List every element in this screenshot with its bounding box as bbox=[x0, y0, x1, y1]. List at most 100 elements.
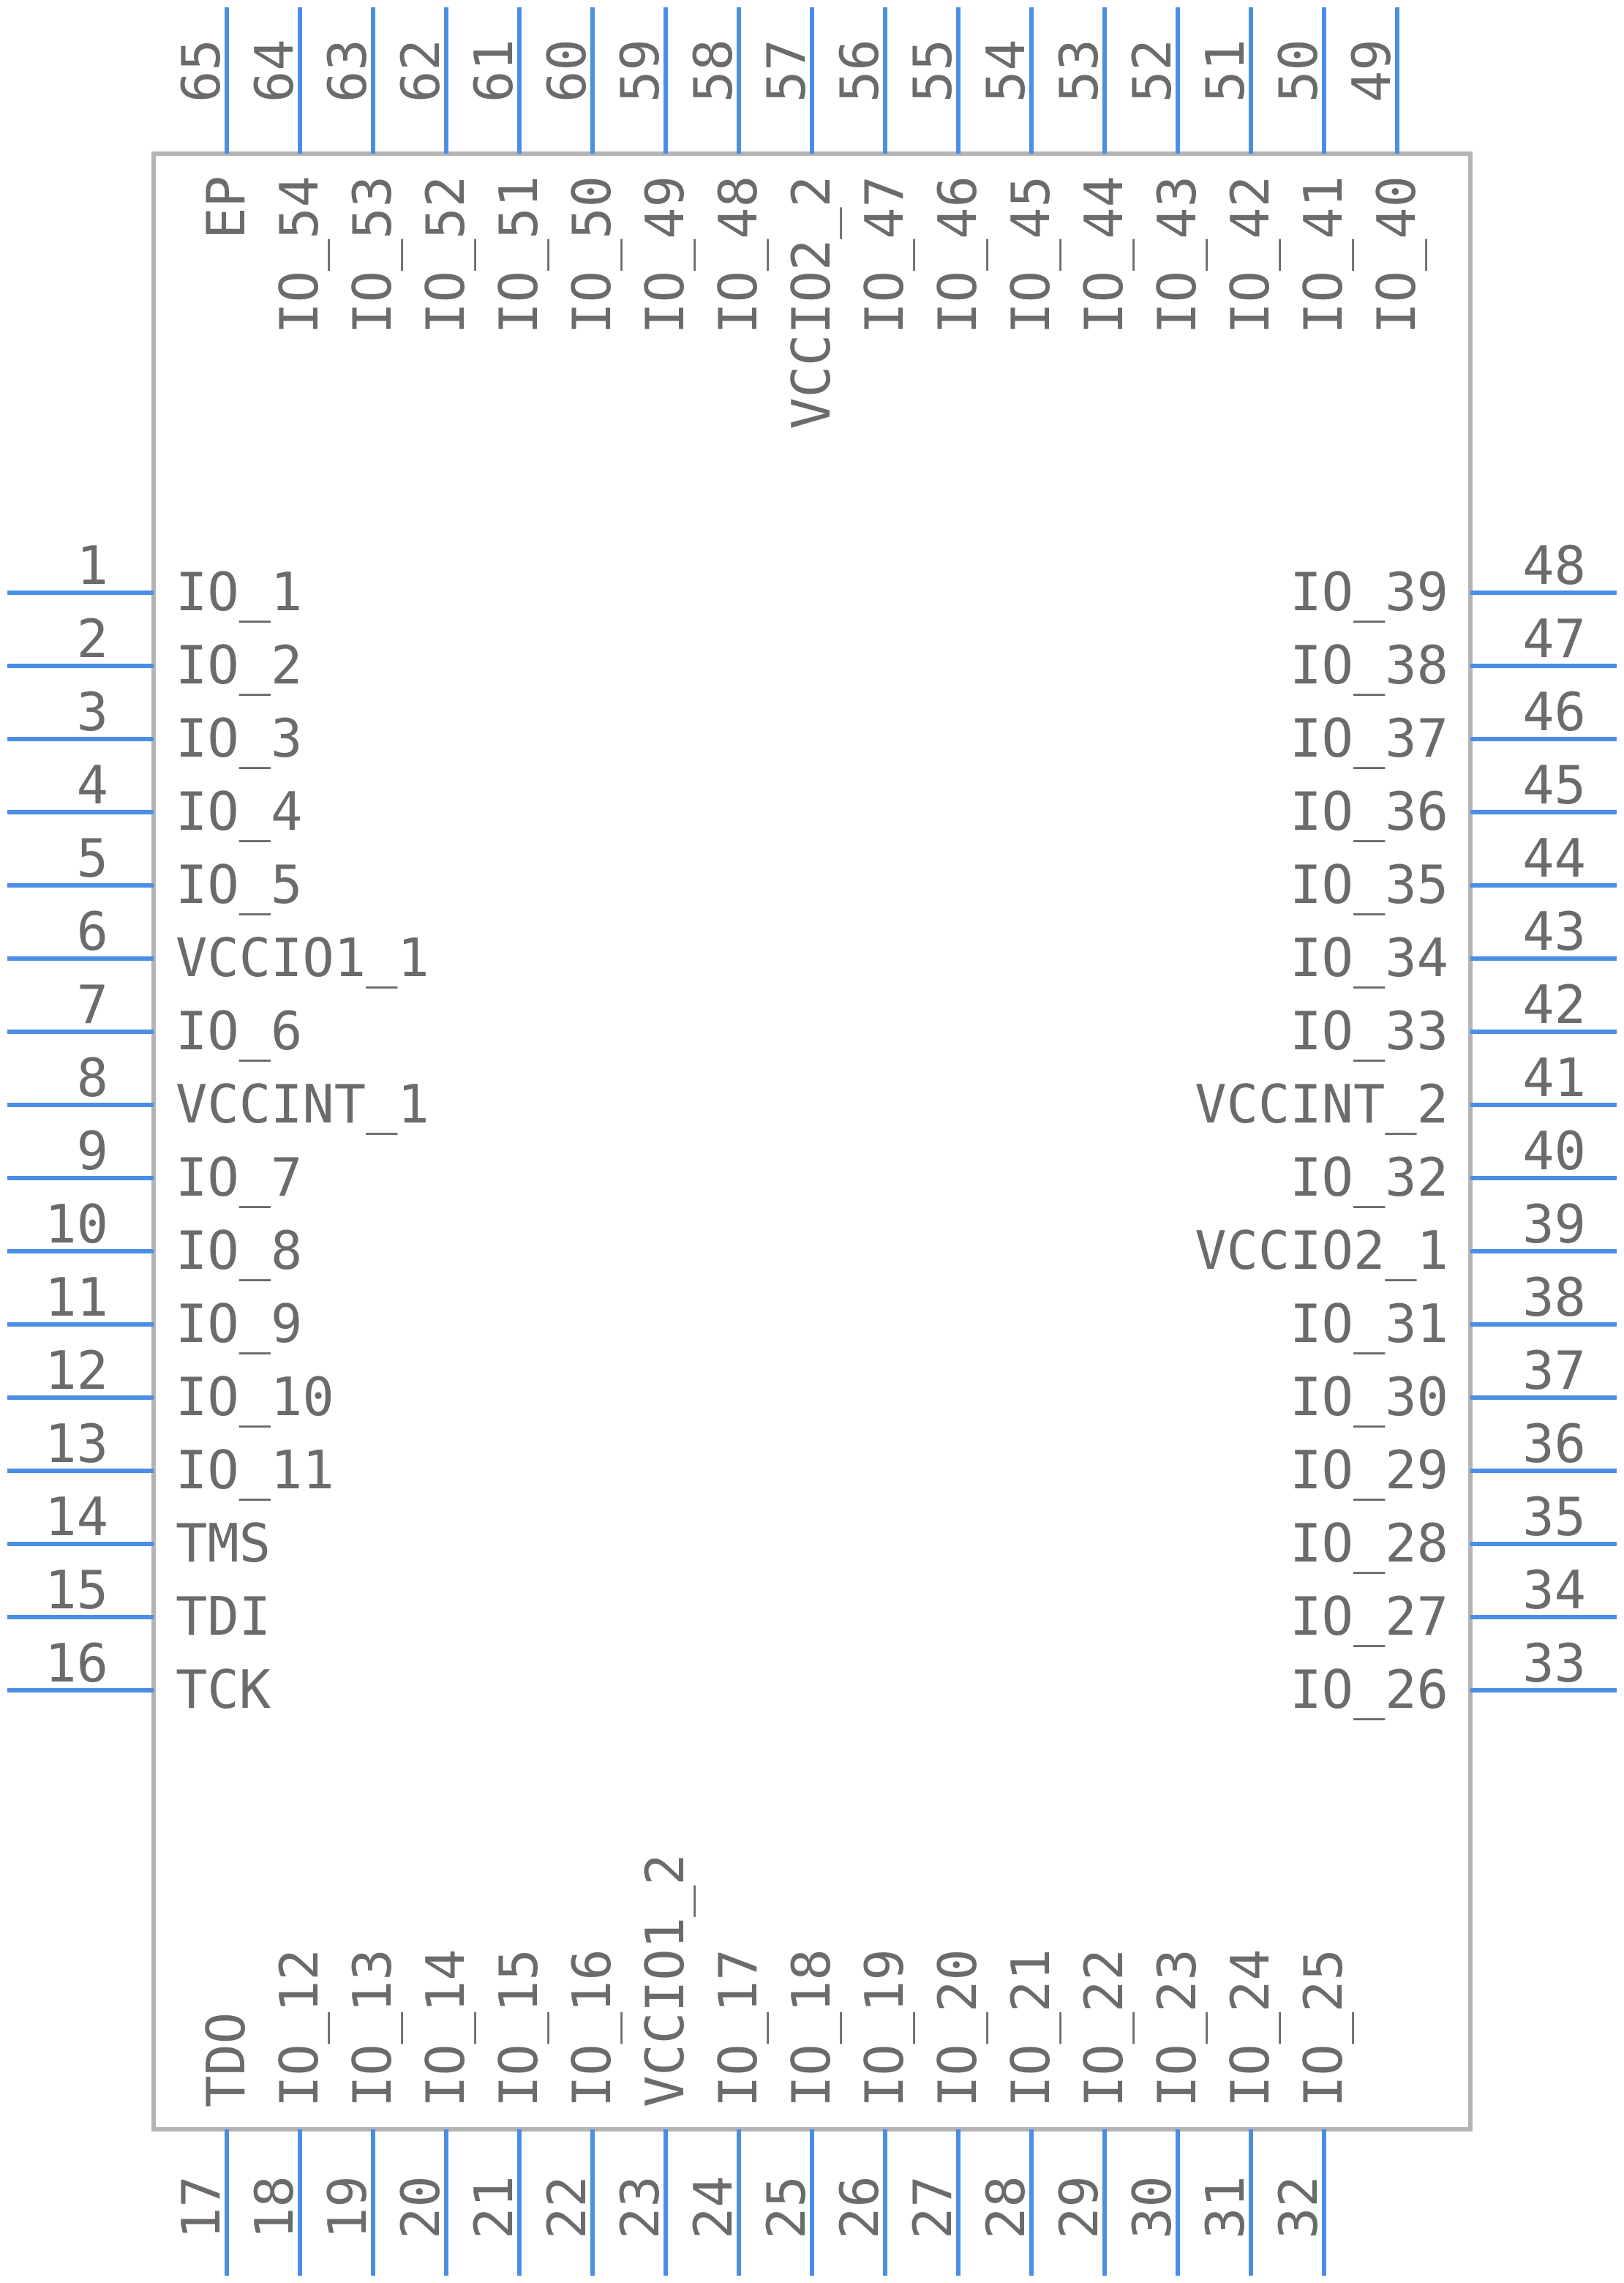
pin-name: IO_51 bbox=[488, 176, 549, 334]
pin-name: IO_54 bbox=[268, 176, 330, 334]
pin-number: 18 bbox=[244, 2175, 305, 2239]
pin-name: IO_5 bbox=[176, 854, 302, 915]
pin-name: IO_53 bbox=[342, 176, 403, 334]
pin-number: 50 bbox=[1268, 39, 1329, 102]
pin-number: 45 bbox=[1522, 754, 1586, 816]
pin-number: 6 bbox=[77, 901, 108, 962]
pin-number: 16 bbox=[45, 1632, 108, 1694]
pin-number: 17 bbox=[170, 2175, 232, 2239]
pin-name: IO_2 bbox=[176, 634, 302, 696]
pin-number: 33 bbox=[1522, 1632, 1586, 1694]
pin-name: IO_22 bbox=[1073, 1949, 1135, 2107]
pin-name: IO_17 bbox=[707, 1949, 769, 2107]
pin-name: IO_1 bbox=[176, 561, 302, 623]
bottom-pin-group: 17TDO18IO_1219IO_1320IO_1421IO_1522IO_16… bbox=[170, 1853, 1354, 2276]
pin-number: 64 bbox=[244, 39, 305, 102]
pin-number: 22 bbox=[536, 2175, 598, 2239]
pin-number: 29 bbox=[1048, 2175, 1110, 2239]
pin-number: 20 bbox=[390, 2175, 451, 2239]
pin-number: 30 bbox=[1121, 2175, 1183, 2239]
pin-name: IO_19 bbox=[854, 1949, 915, 2107]
pin-name: IO_21 bbox=[1000, 1949, 1061, 2107]
pin-number: 14 bbox=[45, 1486, 108, 1548]
pin-name: VCCIO2_1 bbox=[1195, 1220, 1448, 1281]
pin-name: IO_24 bbox=[1219, 1949, 1281, 2107]
pin-number: 54 bbox=[975, 39, 1037, 102]
pin-number: 60 bbox=[536, 39, 598, 102]
pin-number: 11 bbox=[45, 1267, 108, 1328]
pin-number: 36 bbox=[1522, 1413, 1586, 1474]
pin-name: IO_27 bbox=[1290, 1586, 1448, 1647]
pin-name: IO_38 bbox=[1290, 634, 1448, 696]
pin-number: 62 bbox=[390, 39, 451, 102]
pin-number: 4 bbox=[77, 754, 108, 816]
pin-number: 58 bbox=[683, 39, 744, 102]
pin-number: 65 bbox=[170, 39, 232, 102]
pin-name: IO_50 bbox=[561, 176, 623, 334]
pin-number: 34 bbox=[1522, 1559, 1586, 1621]
pin-number: 24 bbox=[683, 2175, 744, 2239]
pin-name: IO_44 bbox=[1073, 176, 1135, 334]
pin-name: IO_36 bbox=[1290, 781, 1448, 842]
pin-number: 5 bbox=[77, 828, 108, 889]
pin-number: 19 bbox=[317, 2175, 378, 2239]
pin-number: 31 bbox=[1195, 2175, 1256, 2239]
pin-name: VCCIO2_2 bbox=[781, 176, 842, 430]
pin-number: 53 bbox=[1048, 39, 1110, 102]
pin-name: IO_4 bbox=[176, 781, 302, 842]
pin-number: 37 bbox=[1522, 1340, 1586, 1401]
pin-name: IO_29 bbox=[1290, 1439, 1448, 1501]
pin-name: IO_3 bbox=[176, 708, 302, 769]
pin-name: IO_23 bbox=[1146, 1949, 1208, 2107]
pin-name: IO_11 bbox=[176, 1439, 334, 1501]
pin-number: 41 bbox=[1522, 1047, 1586, 1109]
pin-name: IO_28 bbox=[1290, 1512, 1448, 1574]
pin-name: IO_52 bbox=[415, 176, 476, 334]
pin-number: 15 bbox=[45, 1559, 108, 1621]
pin-number: 32 bbox=[1268, 2175, 1329, 2239]
pin-name: EP bbox=[195, 176, 257, 239]
pin-name: TMS bbox=[176, 1512, 271, 1574]
pin-name: IO_25 bbox=[1293, 1949, 1354, 2107]
pin-name: TDI bbox=[176, 1586, 271, 1647]
pin-number: 39 bbox=[1522, 1193, 1586, 1255]
pin-name: IO_32 bbox=[1290, 1147, 1448, 1208]
pin-number: 25 bbox=[756, 2175, 817, 2239]
pin-name: IO_26 bbox=[1290, 1659, 1448, 1720]
pin-name: IO_46 bbox=[927, 176, 988, 334]
pin-number: 40 bbox=[1522, 1120, 1586, 1182]
pin-name: IO_33 bbox=[1290, 1000, 1448, 1062]
pin-name: IO_14 bbox=[415, 1949, 476, 2107]
pin-name: IO_48 bbox=[707, 176, 769, 334]
pin-name: VCCINT_2 bbox=[1195, 1073, 1448, 1135]
pin-name: IO_47 bbox=[854, 176, 915, 334]
pin-number: 21 bbox=[463, 2175, 525, 2239]
pin-name: IO_12 bbox=[268, 1949, 330, 2107]
pin-name: IO_30 bbox=[1290, 1366, 1448, 1428]
pin-number: 47 bbox=[1522, 608, 1586, 670]
pin-name: IO_35 bbox=[1290, 854, 1448, 915]
pin-number: 1 bbox=[77, 535, 108, 596]
pin-name: TCK bbox=[176, 1659, 271, 1720]
pin-number: 13 bbox=[45, 1413, 108, 1474]
pin-number: 10 bbox=[45, 1193, 108, 1255]
pin-name: IO_16 bbox=[561, 1949, 623, 2107]
pin-name: IO_15 bbox=[488, 1949, 549, 2107]
pin-number: 49 bbox=[1341, 39, 1402, 102]
ic-body-outline bbox=[151, 151, 1473, 2132]
pin-number: 8 bbox=[77, 1047, 108, 1109]
pin-number: 26 bbox=[829, 2175, 890, 2239]
pin-number: 52 bbox=[1121, 39, 1183, 102]
pin-number: 2 bbox=[77, 608, 108, 670]
pin-number: 51 bbox=[1195, 39, 1256, 102]
pin-number: 61 bbox=[463, 39, 525, 102]
pin-name: IO_8 bbox=[176, 1220, 302, 1281]
pin-name: IO_49 bbox=[634, 176, 696, 334]
pin-number: 63 bbox=[317, 39, 378, 102]
right-pin-group: 48IO_3947IO_3846IO_3745IO_3644IO_3543IO_… bbox=[1195, 535, 1617, 1720]
pin-name: IO_20 bbox=[927, 1949, 988, 2107]
pin-name: IO_13 bbox=[342, 1949, 403, 2107]
pin-number: 42 bbox=[1522, 974, 1586, 1035]
